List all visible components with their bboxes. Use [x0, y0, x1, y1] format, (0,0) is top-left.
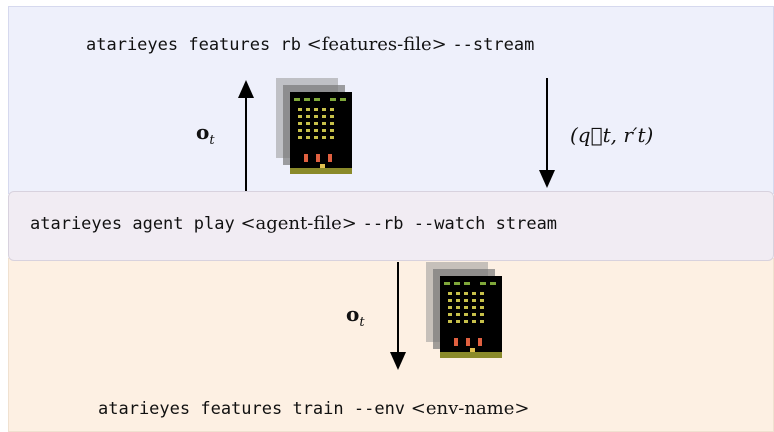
features-rb-panel [8, 6, 774, 194]
features-rb-command: atarieyes features rb <features-file> --… [86, 34, 534, 55]
features-train-command: atarieyes features train --env <env-name… [98, 398, 530, 419]
command-argument: <env-name> [410, 398, 530, 419]
observation-symbol: o [196, 120, 210, 144]
features-train-panel [8, 258, 774, 432]
command-flag: --rb --watch stream [362, 214, 558, 234]
game-frame-stack-icon [426, 262, 502, 358]
observation-label-up: ot [196, 120, 215, 148]
command-argument: <features-file> [306, 34, 447, 55]
game-frame-stack-icon [276, 78, 352, 174]
observation-label-down: ot [346, 302, 365, 330]
agent-play-panel [8, 191, 774, 261]
observation-symbol: o [346, 302, 360, 326]
query-reward-label: (q⃗t, r′t) [570, 123, 654, 147]
command-prefix: atarieyes features rb [86, 35, 301, 55]
time-subscript: t [359, 315, 365, 330]
command-flag: --stream [452, 35, 535, 55]
agent-play-command: atarieyes agent play <agent-file> --rb -… [30, 213, 557, 234]
command-prefix: atarieyes agent play [30, 214, 235, 234]
command-prefix: atarieyes features train --env [98, 399, 406, 419]
command-argument: <agent-file> [240, 213, 357, 234]
time-subscript: t [209, 133, 215, 148]
